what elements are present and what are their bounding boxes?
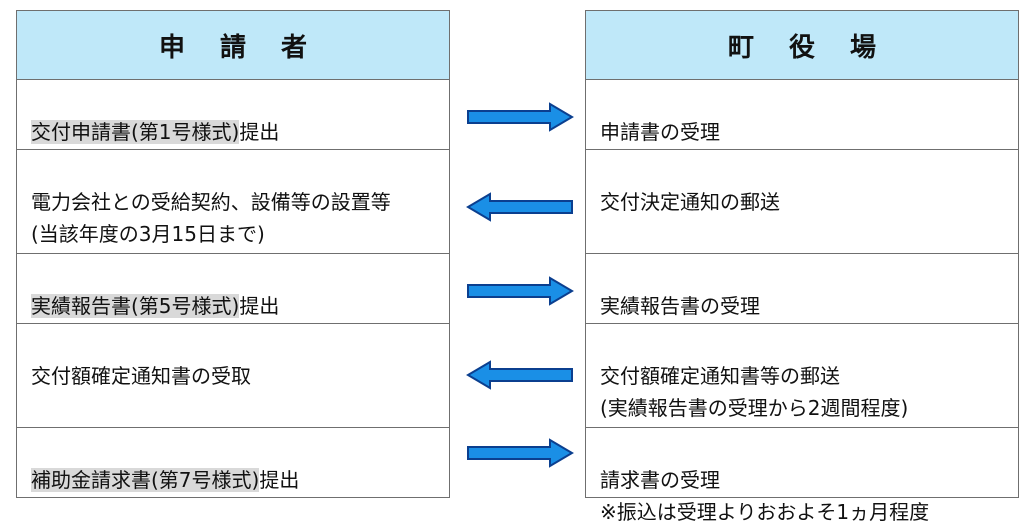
town-office-step-2-text: 交付決定通知の郵送 — [600, 190, 780, 214]
town-office-step-3: 実績報告書の受理 — [585, 254, 1019, 324]
arrow-shape — [467, 438, 574, 468]
arrow-shape — [467, 276, 574, 306]
town-office-step-1-text: 申請書の受理 — [600, 120, 720, 144]
arrow-right-icon — [467, 276, 574, 306]
arrow-shape — [466, 192, 573, 222]
applicant-step-3-form: 実績報告書(第5号様式) — [31, 294, 240, 318]
applicant-step-4: 交付額確定通知書の受取 — [16, 324, 450, 428]
applicant-step-2-text: 電力会社との受給契約、設備等の設置等 (当該年度の3月15日まで) — [31, 190, 391, 246]
applicant-header: 申 請 者 — [16, 10, 450, 80]
applicant-step-5-text: 提出 — [259, 468, 300, 492]
arrow-shape — [467, 102, 574, 132]
arrow-right-icon — [467, 438, 574, 468]
applicant-step-3-text: 提出 — [239, 294, 280, 318]
town-office-step-5-text: 請求書の受理 ※振込は受理よりおおよそ1ヵ月程度 — [600, 468, 930, 524]
town-office-header: 町 役 場 — [585, 10, 1019, 80]
applicant-step-3: 実績報告書(第5号様式)提出 — [16, 254, 450, 324]
town-office-step-5: 請求書の受理 ※振込は受理よりおおよそ1ヵ月程度 — [585, 428, 1019, 524]
applicant-step-1-text: 提出 — [239, 120, 280, 144]
town-office-step-4: 交付額確定通知書等の郵送 (実績報告書の受理から2週間程度) — [585, 324, 1019, 428]
applicant-step-1: 交付申請書(第1号様式)提出 — [16, 80, 450, 150]
town-office-step-2: 交付決定通知の郵送 — [585, 150, 1019, 254]
arrow-shape — [466, 360, 573, 390]
town-office-step-3-text: 実績報告書の受理 — [600, 294, 760, 318]
town-office-step-4-text: 交付額確定通知書等の郵送 (実績報告書の受理から2週間程度) — [600, 364, 909, 420]
applicant-step-5: 補助金請求書(第7号様式)提出 — [16, 428, 450, 498]
arrow-right-icon — [467, 102, 574, 132]
applicant-step-4-text: 交付額確定通知書の受取 — [31, 364, 251, 388]
applicant-step-5-form: 補助金請求書(第7号様式) — [31, 468, 260, 492]
arrow-left-icon — [466, 192, 573, 222]
applicant-step-1-form: 交付申請書(第1号様式) — [31, 120, 240, 144]
applicant-step-2: 電力会社との受給契約、設備等の設置等 (当該年度の3月15日まで) — [16, 150, 450, 254]
arrow-left-icon — [466, 360, 573, 390]
town-office-step-1: 申請書の受理 — [585, 80, 1019, 150]
